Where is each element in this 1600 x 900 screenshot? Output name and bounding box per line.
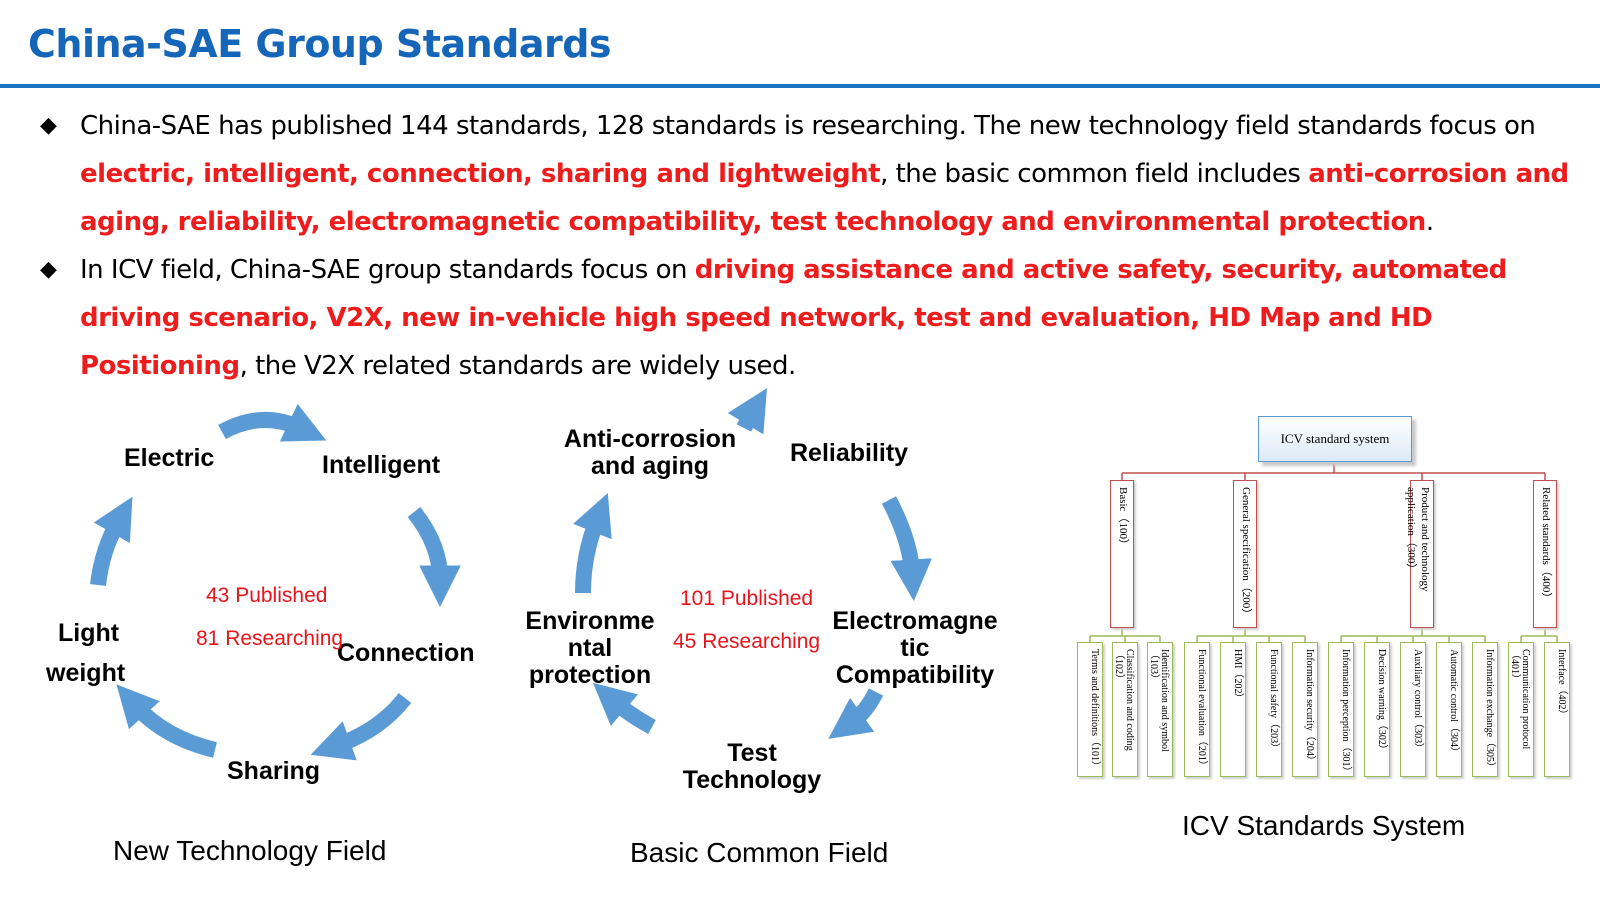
node-line: Environme: [525, 607, 655, 635]
arrow-intelligent-connection: [407, 507, 461, 608]
arrow-connection-sharing: [310, 692, 412, 761]
bullet-list: ◆ China-SAE has published 144 standards,…: [40, 102, 1575, 390]
icv-l2-related: Related standards（400）: [1533, 480, 1557, 628]
icv-l3-item: Functional safety（203）: [1256, 642, 1282, 777]
node-connection: Connection: [337, 639, 475, 667]
title-divider: [0, 84, 1600, 88]
icv-l3-item: Identification and symbol（103）: [1147, 642, 1173, 777]
node-intelligent: Intelligent: [322, 451, 441, 479]
node-reliability: Reliability: [790, 439, 909, 467]
icv-l2-basic: Basic（100）: [1110, 480, 1134, 628]
published-count: 43 Published: [206, 584, 328, 607]
node-light: Light: [58, 619, 120, 647]
node-line: Electromagne: [832, 607, 998, 635]
node-weight: weight: [46, 659, 126, 687]
node-line: ntal: [567, 634, 613, 662]
node-line: and aging: [590, 452, 710, 480]
caption-new-tech: New Technology Field: [113, 835, 387, 866]
bullet-text: In ICV field, China-SAE group standards …: [80, 255, 695, 285]
node-anti-corrosion: Anti-corrosion and aging: [555, 426, 745, 480]
bullet-highlight: electric, intelligent, connection, shari…: [80, 159, 881, 189]
arrow-test-env: [592, 682, 656, 735]
node-electric: Electric: [124, 444, 215, 472]
icv-l3-item: Information exchange（305）: [1472, 642, 1498, 777]
node-line: Compatibility: [835, 661, 995, 689]
node-emc: Electromagne tic Compatibility: [825, 608, 1005, 689]
icv-l3-item: Communication protocol（401）: [1508, 642, 1534, 777]
node-line: protection: [528, 661, 652, 689]
icv-l3-item: Auxiliary control（303）: [1400, 642, 1426, 777]
icv-l3-item: Interface（402）: [1544, 642, 1570, 777]
bullet-text: , the V2X related standards are widely u…: [239, 351, 797, 381]
icv-l3-item: Functional evaluation（201）: [1184, 642, 1210, 777]
bullet-item: ◆ In ICV field, China-SAE group standard…: [40, 246, 1575, 390]
caption-icv: ICV Standards System: [1182, 810, 1466, 841]
node-line: Technology: [682, 766, 822, 794]
node-line: Anti-corrosion: [563, 425, 737, 453]
arrow-emc-test: [828, 688, 884, 739]
bullet-highlight: anti-corrosion and aging, reliability, e…: [80, 159, 1569, 237]
diamond-bullet-icon: ◆: [40, 257, 57, 282]
node-line: tic: [900, 634, 930, 662]
icv-l2-product: Product and technology application（300）: [1405, 480, 1434, 628]
page-title: China-SAE Group Standards: [28, 22, 612, 66]
caption-basic: Basic Common Field: [630, 837, 889, 868]
published-count: 101 Published: [680, 587, 814, 610]
icv-l3-item: Information security（204）: [1292, 642, 1318, 777]
icv-l3-item: Classification and coding（102）: [1112, 642, 1138, 777]
node-test-technology: Test Technology: [672, 740, 832, 794]
bullet-text: .: [1425, 207, 1434, 237]
bullet-text: , the basic common field includes: [880, 159, 1309, 189]
arrow-env-anti: [573, 492, 612, 594]
diamond-bullet-icon: ◆: [40, 113, 57, 138]
icv-l3-item: HMI（202）: [1220, 642, 1246, 777]
arrow-sharing-light: [116, 684, 217, 758]
bullet-item: ◆ China-SAE has published 144 standards,…: [40, 102, 1575, 246]
arrow-anti-reliability: [727, 388, 767, 435]
arrow-light-electric: [90, 496, 133, 587]
icv-root-box: ICV standard system: [1258, 416, 1412, 462]
node-line: Test: [727, 739, 777, 767]
researching-count: 81 Researching: [196, 627, 344, 650]
bullet-text: China-SAE has published 144 standards, 1…: [80, 111, 1536, 141]
node-sharing: Sharing: [227, 757, 321, 785]
icv-l3-item: Decision warning（302）: [1364, 642, 1390, 777]
node-environmental: Environme ntal protection: [515, 608, 665, 689]
icv-l3-item: Information perception（301）: [1328, 642, 1354, 777]
bullet-highlight: driving assistance and active safety, se…: [80, 255, 1507, 381]
icv-l2-general: General specification（200）: [1233, 480, 1257, 628]
icv-l3-item: Automatic control（304）: [1436, 642, 1462, 777]
icv-l3-item: Terms and definitions（101）: [1077, 642, 1103, 777]
arrow-reliability-emc: [881, 496, 932, 602]
researching-count: 45 Researching: [673, 630, 821, 653]
arrow-electric-intelligent: [218, 403, 327, 442]
